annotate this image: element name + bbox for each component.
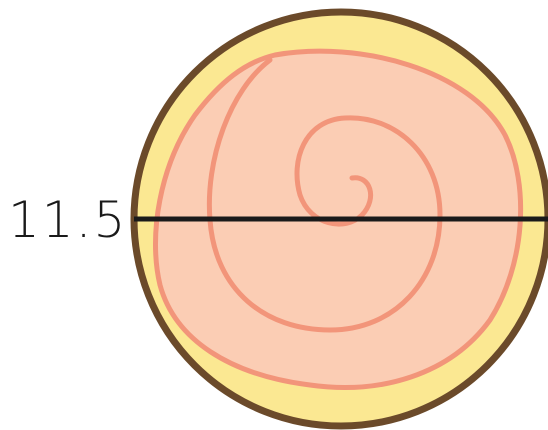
diameter-label: 11.5: [8, 191, 127, 249]
